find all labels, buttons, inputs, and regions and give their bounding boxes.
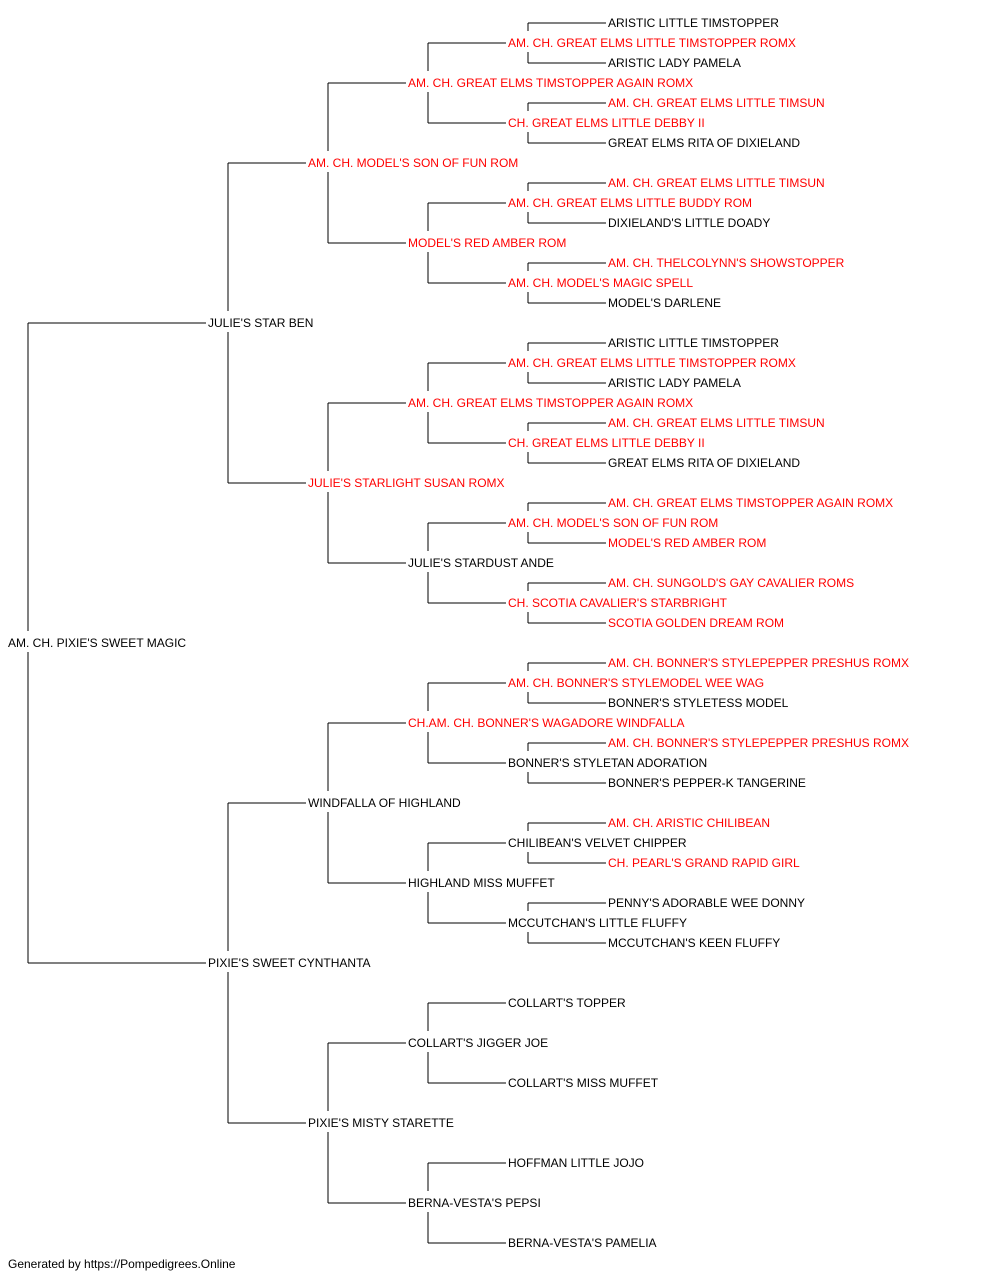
ancestor-name: AM. CH. MODEL'S SON OF FUN ROM [508, 516, 718, 530]
ancestor-name: HIGHLAND MISS MUFFET [408, 876, 555, 890]
ancestor-name: AM. CH. ARISTIC CHILIBEAN [608, 816, 770, 830]
ancestor-name: ARISTIC LADY PAMELA [608, 56, 741, 70]
ancestor-name: GREAT ELMS RITA OF DIXIELAND [608, 456, 800, 470]
ancestor-name: BONNER'S STYLETESS MODEL [608, 696, 789, 710]
ancestor-name: BERNA-VESTA'S PAMELIA [508, 1236, 657, 1250]
ancestor-name: BONNER'S PEPPER-K TANGERINE [608, 776, 806, 790]
ancestor-name: AM. CH. GREAT ELMS TIMSTOPPER AGAIN ROMX [408, 76, 693, 90]
ancestor-name: PIXIE'S MISTY STARETTE [308, 1116, 454, 1130]
ancestor-name: MCCUTCHAN'S LITTLE FLUFFY [508, 916, 687, 930]
ancestor-name: AM. CH. THELCOLYNN'S SHOWSTOPPER [608, 256, 845, 270]
ancestor-name: ARISTIC LITTLE TIMSTOPPER [608, 16, 779, 30]
ancestor-name: JULIE'S STAR BEN [208, 316, 313, 330]
ancestor-name: AM. CH. GREAT ELMS LITTLE TIMSUN [608, 176, 825, 190]
ancestor-name: BERNA-VESTA'S PEPSI [408, 1196, 541, 1210]
ancestor-name: AM. CH. MODEL'S SON OF FUN ROM [308, 156, 518, 170]
ancestor-name: AM. CH. BONNER'S STYLEPEPPER PRESHUS ROM… [608, 736, 909, 750]
ancestor-name: ARISTIC LADY PAMELA [608, 376, 741, 390]
ancestor-name: MODEL'S RED AMBER ROM [608, 536, 766, 550]
ancestor-name: COLLART'S JIGGER JOE [408, 1036, 548, 1050]
ancestor-name: CH.AM. CH. BONNER'S WAGADORE WINDFALLA [408, 716, 685, 730]
ancestor-name: CH. SCOTIA CAVALIER'S STARBRIGHT [508, 596, 728, 610]
ancestor-name: SCOTIA GOLDEN DREAM ROM [608, 616, 784, 630]
ancestor-name: ARISTIC LITTLE TIMSTOPPER [608, 336, 779, 350]
ancestor-name: COLLART'S TOPPER [508, 996, 626, 1010]
ancestor-name: PENNY'S ADORABLE WEE DONNY [608, 896, 805, 910]
ancestor-name: CH. GREAT ELMS LITTLE DEBBY II [508, 116, 705, 130]
ancestor-name: CH. GREAT ELMS LITTLE DEBBY II [508, 436, 705, 450]
ancestor-name: COLLART'S MISS MUFFET [508, 1076, 659, 1090]
ancestor-name: AM. CH. GREAT ELMS TIMSTOPPER AGAIN ROMX [608, 496, 893, 510]
subject-name: AM. CH. PIXIE'S SWEET MAGIC [8, 636, 186, 650]
ancestor-name: AM. CH. MODEL'S MAGIC SPELL [508, 276, 693, 290]
ancestor-name: CHILIBEAN'S VELVET CHIPPER [508, 836, 687, 850]
ancestor-name: AM. CH. BONNER'S STYLEMODEL WEE WAG [508, 676, 764, 690]
ancestor-name: AM. CH. GREAT ELMS TIMSTOPPER AGAIN ROMX [408, 396, 693, 410]
ancestor-name: MODEL'S DARLENE [608, 296, 721, 310]
ancestor-name: AM. CH. GREAT ELMS LITTLE BUDDY ROM [508, 196, 752, 210]
ancestor-name: JULIE'S STARDUST ANDE [408, 556, 554, 570]
ancestor-name: WINDFALLA OF HIGHLAND [308, 796, 461, 810]
ancestor-name: MODEL'S RED AMBER ROM [408, 236, 566, 250]
ancestor-name: JULIE'S STARLIGHT SUSAN ROMX [308, 476, 505, 490]
ancestor-name: PIXIE'S SWEET CYNTHANTA [208, 956, 371, 970]
ancestor-name: CH. PEARL'S GRAND RAPID GIRL [608, 856, 800, 870]
ancestor-name: AM. CH. GREAT ELMS LITTLE TIMSTOPPER ROM… [508, 36, 796, 50]
ancestor-name: AM. CH. GREAT ELMS LITTLE TIMSTOPPER ROM… [508, 356, 796, 370]
ancestor-name: AM. CH. GREAT ELMS LITTLE TIMSUN [608, 96, 825, 110]
ancestor-name: AM. CH. SUNGOLD'S GAY CAVALIER ROMS [608, 576, 854, 590]
ancestor-name: GREAT ELMS RITA OF DIXIELAND [608, 136, 800, 150]
ancestor-name: BONNER'S STYLETAN ADORATION [508, 756, 707, 770]
ancestor-name: HOFFMAN LITTLE JOJO [508, 1156, 644, 1170]
footer-credit: Generated by https://Pompedigrees.Online [8, 1257, 236, 1271]
ancestor-name: AM. CH. GREAT ELMS LITTLE TIMSUN [608, 416, 825, 430]
ancestor-name: AM. CH. BONNER'S STYLEPEPPER PRESHUS ROM… [608, 656, 909, 670]
ancestor-name: DIXIELAND'S LITTLE DOADY [608, 216, 770, 230]
ancestor-name: MCCUTCHAN'S KEEN FLUFFY [608, 936, 780, 950]
